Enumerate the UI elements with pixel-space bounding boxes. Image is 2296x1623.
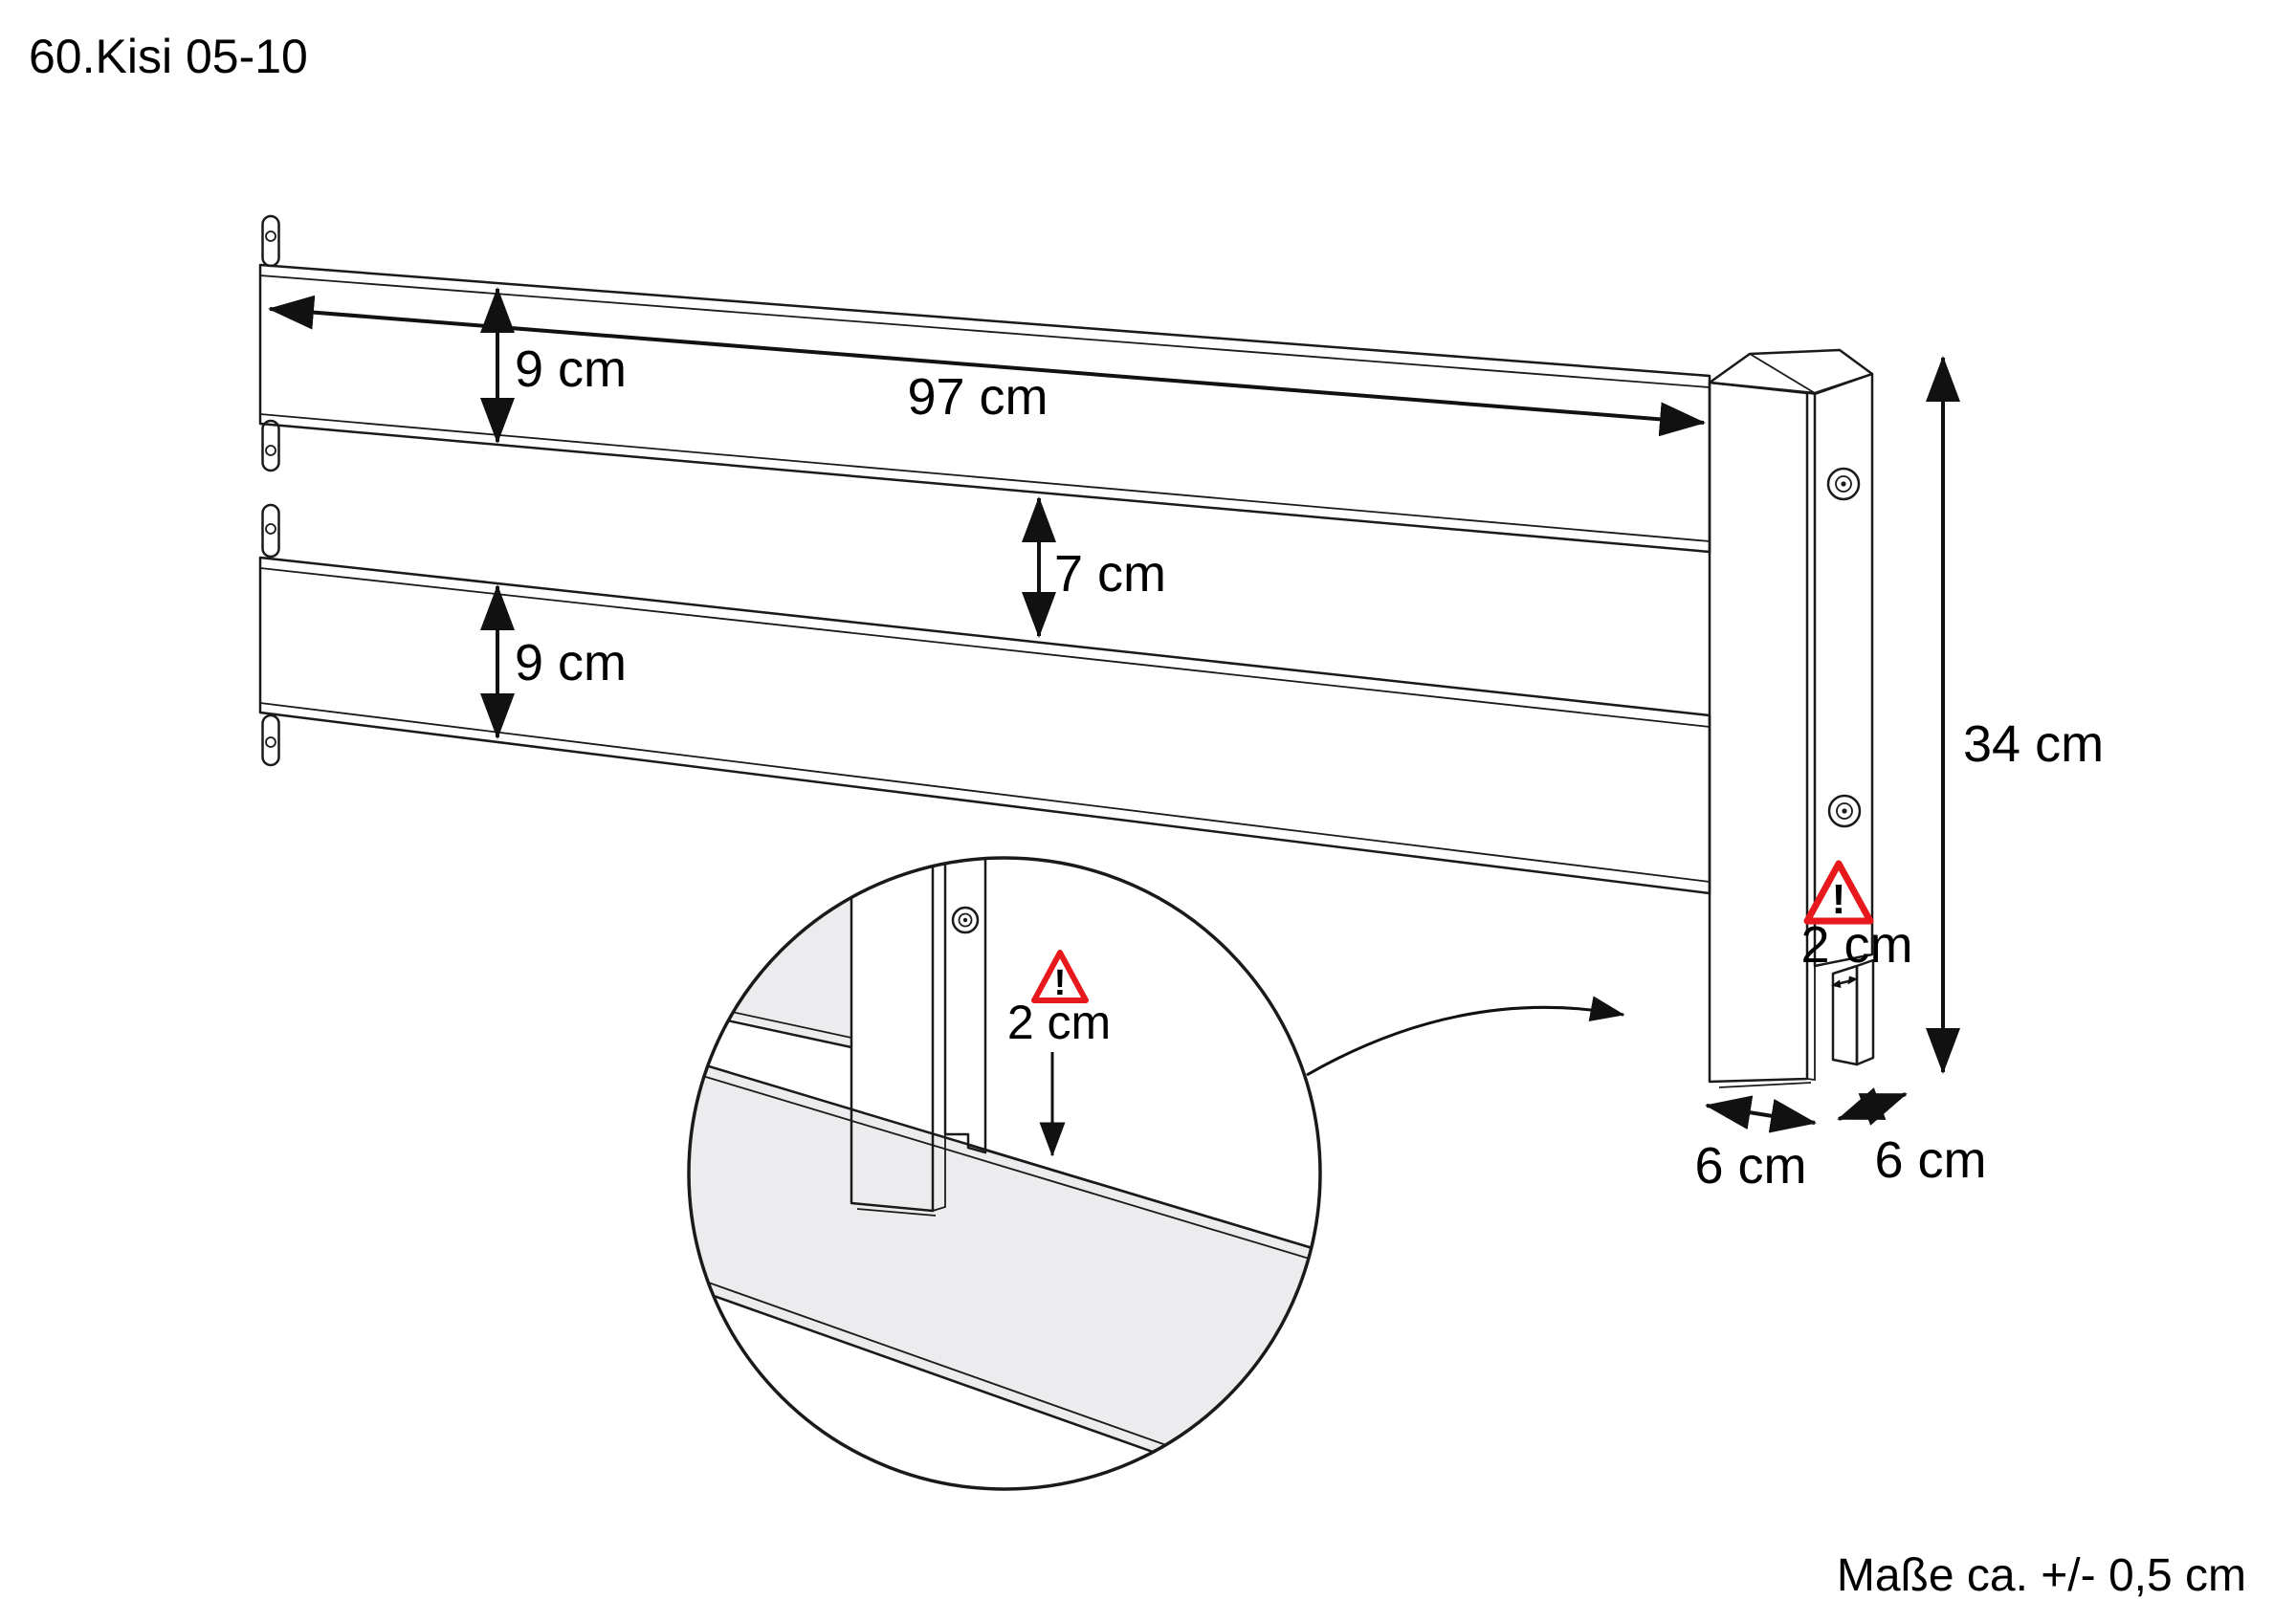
dim-clearance-detail-label: 2 cm [1007,996,1111,1049]
page-title: 60.Kisi 05-10 [29,30,308,83]
warning-icon: ! [1803,860,1874,925]
dim-post-depth-front-label: 6 cm [1694,1137,1806,1195]
dim-rail-length: 97 cm [268,295,1706,437]
magnifier-circle-outline [687,856,1322,1491]
guard-rail-main-view: ! 2 cm 97 cm 9 cm 7 cm 9 cm 34 cm [258,214,2104,1195]
dim-top-board-height-label: 9 cm [515,340,627,398]
detail-rail-edge [967,1143,1320,1254]
screw [1827,794,1862,828]
slot-tongue-side [1855,958,1875,1066]
warning-icon: ! [1031,950,1089,1003]
warning-exclamation: ! [1832,876,1846,923]
screw [951,906,980,934]
dim-bottom-board-height: 9 cm [480,584,627,739]
dim-post-height-label: 34 cm [1963,715,2104,773]
post [1708,348,1875,1088]
detail-post [850,858,987,1217]
detail-leader-arrow [1306,996,1625,1077]
mounting-tab [261,214,280,268]
slot-width-arrow [1831,976,1858,988]
warning-exclamation: ! [1054,963,1067,1003]
post-edge-chamfer [1806,391,1816,1082]
dim-post-depth-side-label: 6 cm [1874,1131,1986,1189]
mounting-tab [261,503,280,559]
dim-board-gap-label: 7 cm [1054,545,1166,603]
tolerance-note: Maße ca. +/- 0,5 cm [1837,1550,2246,1601]
dim-rail-length-label: 97 cm [907,368,1048,426]
screw [1826,467,1861,501]
detail-circle: ! 2 cm [687,856,1625,1491]
dim-post-height: 34 cm [1926,356,2104,1074]
post-side-face [1813,372,1874,968]
bottom-board [258,556,1711,895]
dim-board-gap: 7 cm [1022,496,1166,638]
dim-clearance-main-label: 2 cm [1800,916,1912,974]
post-top-cap [1708,348,1874,395]
mounting-tab [261,419,280,472]
mounting-tab [261,713,280,767]
dim-post-depth-side: 6 cm [1837,1087,1987,1189]
dim-post-depth-front: 6 cm [1694,1095,1817,1195]
dim-bottom-board-height-label: 9 cm [515,634,627,691]
post-front-face [1708,381,1809,1084]
dim-top-board-height: 9 cm [480,287,627,444]
detail-bottom-board-end [689,858,852,1049]
